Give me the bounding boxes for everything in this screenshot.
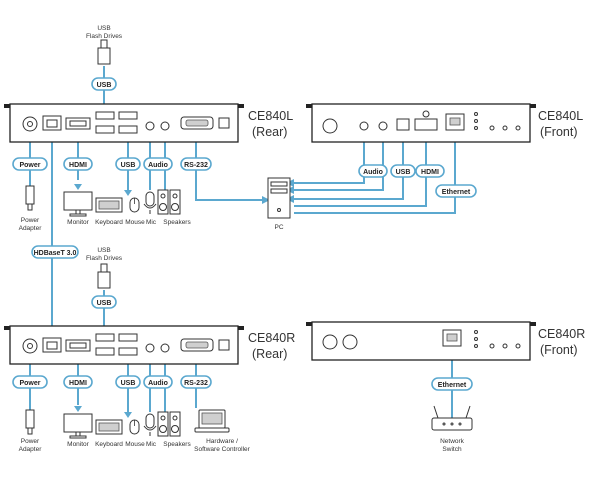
rs232-pill-l: RS-232 bbox=[180, 157, 212, 171]
unit-side-r-rear: (Rear) bbox=[252, 347, 287, 361]
power-adapter-label-r-2: Adapter bbox=[19, 446, 43, 453]
ce840r-front-unit bbox=[306, 321, 536, 361]
usb-pill-lower: USB bbox=[91, 295, 117, 309]
monitor-icon-l bbox=[63, 191, 93, 217]
svg-text:Power: Power bbox=[19, 380, 40, 387]
keyboard-label-r: Keyboard bbox=[95, 441, 123, 448]
mic-label-l: Mic bbox=[146, 219, 157, 226]
power-adapter-label-l-1: Power bbox=[21, 217, 40, 224]
svg-text:HDMI: HDMI bbox=[69, 162, 87, 169]
ethernet-pill-r-front: Ethernet bbox=[431, 377, 473, 391]
hdmi-pill-l-front: HDMI bbox=[415, 164, 445, 178]
unit-title-r-rear: CE840R bbox=[248, 331, 295, 345]
unit-title-l-front: CE840L bbox=[538, 109, 583, 123]
mouse-icon-l bbox=[129, 197, 140, 213]
usb-pill-l-front: USB bbox=[390, 164, 416, 178]
power-pill-l: Power bbox=[12, 157, 48, 171]
audio-pill-l: Audio bbox=[143, 157, 173, 171]
svg-text:USB: USB bbox=[97, 300, 112, 307]
hdbaset-pill: HDBaseT 3.0 bbox=[31, 245, 79, 259]
ce840l-front-unit bbox=[306, 103, 536, 143]
monitor-label-r: Monitor bbox=[67, 441, 90, 448]
speakers-label-l: Speakers bbox=[163, 219, 191, 226]
mouse-label-r: Mouse bbox=[125, 441, 145, 448]
usb-flash-label-lower-2: Flash Drives bbox=[86, 255, 123, 262]
hw-controller-label-2: Software Controller bbox=[194, 446, 250, 453]
network-switch-label-1: Network bbox=[440, 438, 465, 445]
svg-text:HDBaseT 3.0: HDBaseT 3.0 bbox=[34, 250, 77, 257]
pc-tower-icon bbox=[267, 177, 291, 219]
svg-text:Audio: Audio bbox=[148, 380, 168, 387]
unit-title-r-front: CE840R bbox=[538, 327, 585, 341]
audio-pill-r: Audio bbox=[143, 375, 173, 389]
speakers-icon-r bbox=[157, 411, 181, 437]
ce840l-rear-unit bbox=[4, 103, 244, 143]
svg-text:HDMI: HDMI bbox=[421, 169, 439, 176]
usb-pill-r: USB bbox=[115, 375, 141, 389]
usb-flash-label-top-2: Flash Drives bbox=[86, 33, 123, 40]
mouse-label-l: Mouse bbox=[125, 219, 145, 226]
keyboard-icon-r bbox=[95, 419, 123, 435]
usb-flash-label-top-1: USB bbox=[97, 25, 110, 32]
svg-text:HDMI: HDMI bbox=[69, 380, 87, 387]
ce840r-rear-unit bbox=[4, 325, 244, 365]
ethernet-pill-l-front: Ethernet bbox=[435, 184, 477, 198]
unit-side-r-front: (Front) bbox=[540, 343, 578, 357]
mic-icon-l bbox=[143, 191, 157, 214]
mic-label-r: Mic bbox=[146, 441, 157, 448]
power-adapter-icon-l bbox=[25, 185, 35, 211]
svg-text:USB: USB bbox=[97, 82, 112, 89]
mic-icon-r bbox=[143, 413, 157, 436]
unit-title-l-rear: CE840L bbox=[248, 109, 293, 123]
svg-text:Ethernet: Ethernet bbox=[442, 189, 471, 196]
svg-text:RS-232: RS-232 bbox=[184, 162, 208, 169]
usb-flash-drive-icon bbox=[97, 39, 111, 65]
svg-text:USB: USB bbox=[396, 169, 411, 176]
svg-text:Audio: Audio bbox=[148, 162, 168, 169]
power-adapter-icon-r bbox=[25, 409, 35, 435]
keyboard-icon-l bbox=[95, 197, 123, 213]
svg-text:USB: USB bbox=[121, 380, 136, 387]
keyboard-label-l: Keyboard bbox=[95, 219, 123, 226]
power-pill-r: Power bbox=[12, 375, 48, 389]
usb-pill-l: USB bbox=[115, 157, 141, 171]
svg-text:USB: USB bbox=[121, 162, 136, 169]
svg-text:Ethernet: Ethernet bbox=[438, 382, 467, 389]
rs232-pill-r: RS-232 bbox=[180, 375, 212, 389]
unit-side-l-rear: (Rear) bbox=[252, 125, 287, 139]
hdmi-pill-r: HDMI bbox=[63, 375, 93, 389]
svg-text:Power: Power bbox=[19, 162, 40, 169]
power-adapter-label-l-2: Adapter bbox=[19, 225, 43, 232]
speakers-label-r: Speakers bbox=[163, 441, 191, 448]
hdmi-pill-l: HDMI bbox=[63, 157, 93, 171]
mouse-icon-r bbox=[129, 419, 140, 435]
hw-controller-icon bbox=[194, 409, 230, 433]
monitor-icon-r bbox=[63, 413, 93, 439]
audio-pill-l-front: Audio bbox=[358, 164, 388, 178]
network-switch-label-2: Switch bbox=[442, 446, 462, 453]
power-adapter-label-r-1: Power bbox=[21, 438, 40, 445]
svg-text:RS-232: RS-232 bbox=[184, 380, 208, 387]
usb-flash-label-lower-1: USB bbox=[97, 247, 110, 254]
svg-text:Audio: Audio bbox=[363, 169, 383, 176]
monitor-label-l: Monitor bbox=[67, 219, 90, 226]
speakers-icon-l bbox=[157, 189, 181, 215]
unit-side-l-front: (Front) bbox=[540, 125, 578, 139]
network-switch-icon bbox=[431, 405, 473, 431]
hw-controller-label-1: Hardware / bbox=[206, 438, 238, 445]
usb-flash-drive-icon-lower bbox=[97, 263, 111, 289]
usb-pill-top: USB bbox=[91, 77, 117, 91]
pc-label: PC bbox=[274, 224, 283, 231]
